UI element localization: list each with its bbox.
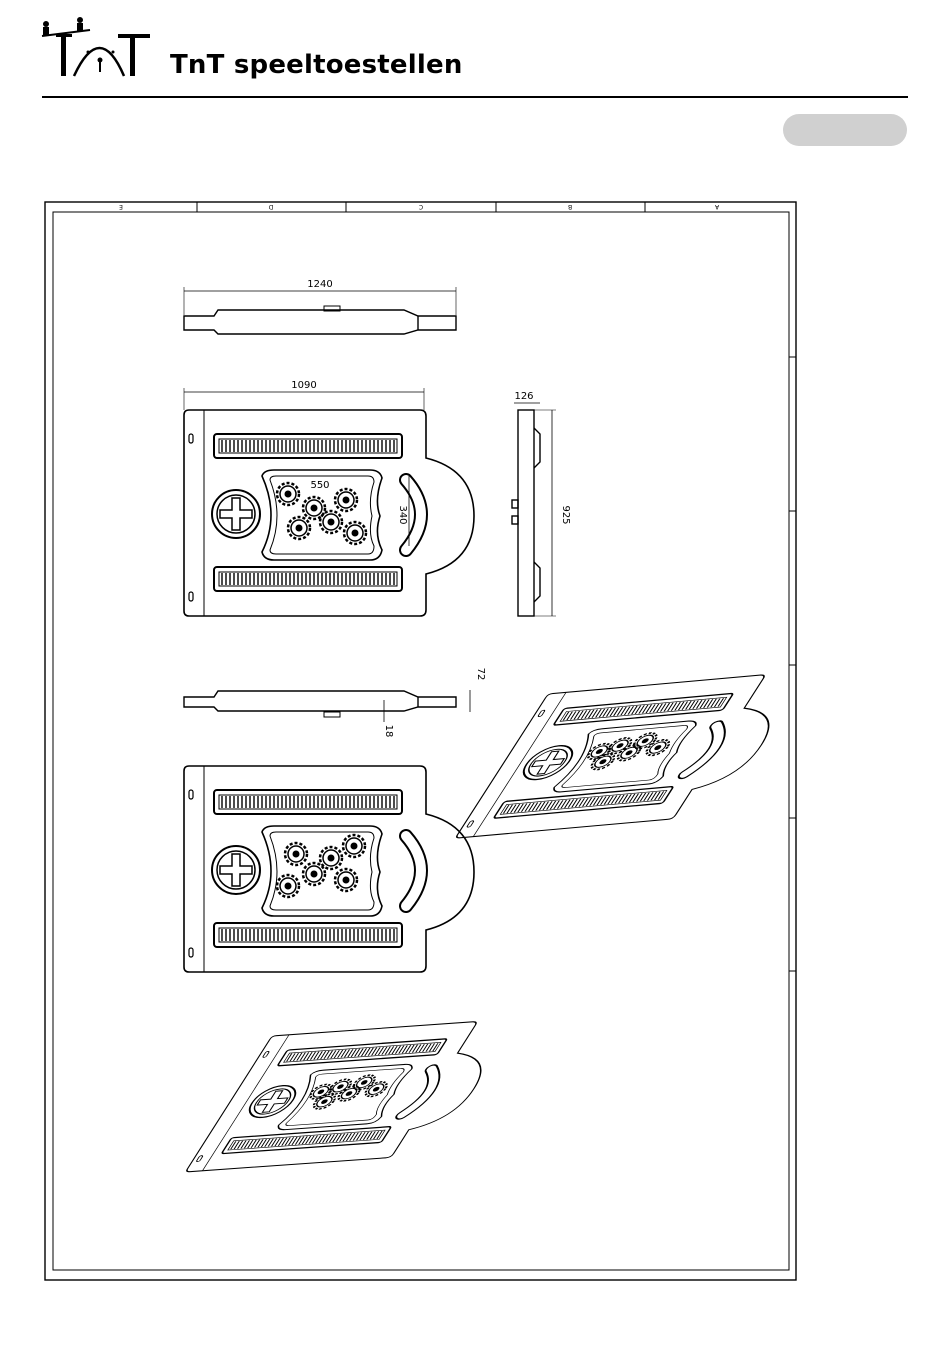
dimension-label: 126 — [514, 391, 533, 402]
edge-view-top — [184, 287, 456, 334]
drawing-outer-frame — [45, 202, 796, 1280]
isometric-view — [185, 1019, 518, 1172]
side-view — [512, 403, 556, 616]
zone-label: D — [268, 203, 273, 210]
zone-label: A — [714, 203, 719, 210]
zone-label: C — [419, 203, 423, 210]
dimension-label: 1090 — [291, 380, 316, 391]
edge-view-bottom — [184, 690, 470, 722]
zone-labels: E D C B A — [119, 203, 719, 210]
drawing-inner-frame — [53, 212, 789, 1270]
zone-label: B — [568, 203, 572, 210]
dimension-label: 550 — [310, 480, 329, 491]
isometric-view — [455, 671, 809, 838]
zone-label: E — [119, 203, 123, 210]
dimension-label: 925 — [560, 505, 571, 524]
dimension-label: 1240 — [307, 279, 332, 290]
dimension-label: 72 — [475, 668, 486, 681]
dimension-label: 340 — [397, 505, 408, 524]
plan-view — [184, 766, 474, 972]
dimension-label: 18 — [383, 725, 394, 738]
plan-view — [184, 388, 474, 616]
